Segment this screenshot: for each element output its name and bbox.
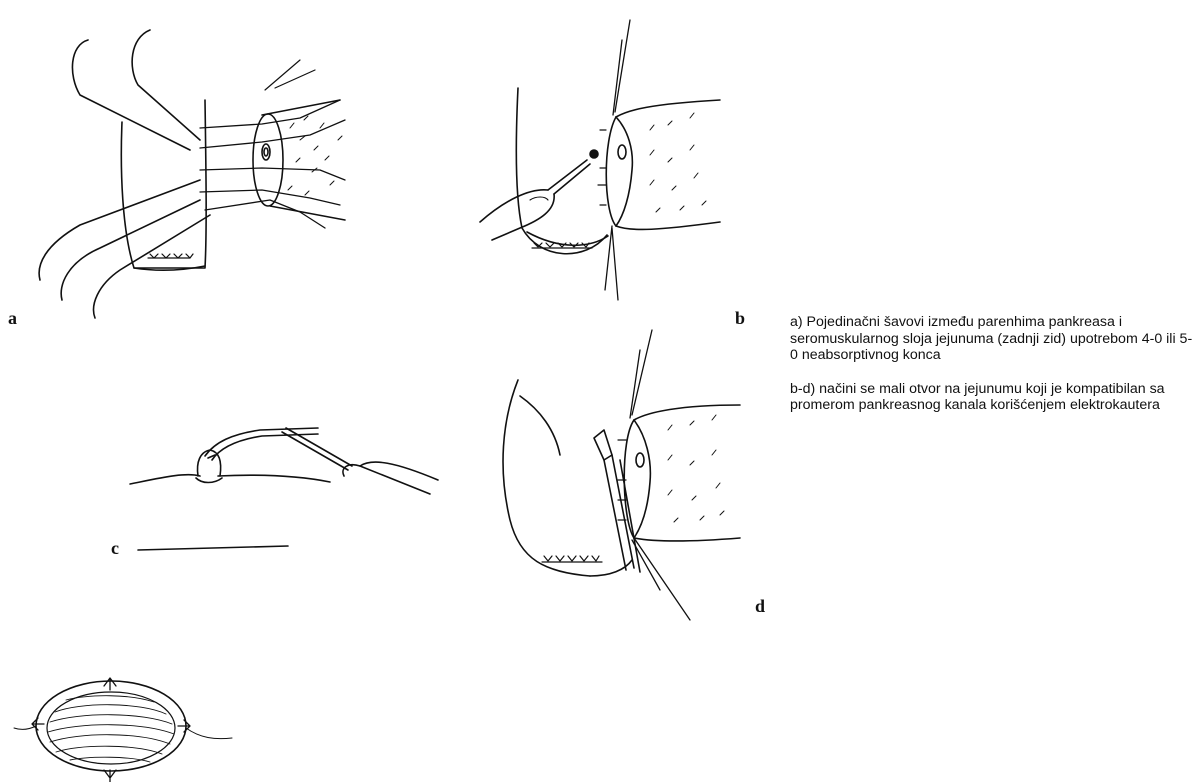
panel-label-b: b <box>735 308 745 329</box>
panel-a-drawing <box>39 30 345 318</box>
panel-label-c: c <box>111 538 119 559</box>
panel-label-d: d <box>755 596 765 617</box>
panel-label-a: a <box>8 308 17 329</box>
panel-d-drawing <box>503 330 740 620</box>
figure-caption: a) Pojedinačni šavovi između parenhima p… <box>790 314 1195 431</box>
caption-paragraph-bd: b-d) načini se mali otvor na jejunumu ko… <box>790 381 1195 414</box>
panel-b-drawing <box>480 20 720 300</box>
caption-paragraph-a: a) Pojedinačni šavovi između parenhima p… <box>790 314 1195 364</box>
panel-c-drawing <box>130 428 438 550</box>
anastomosis-drawing <box>14 678 232 782</box>
